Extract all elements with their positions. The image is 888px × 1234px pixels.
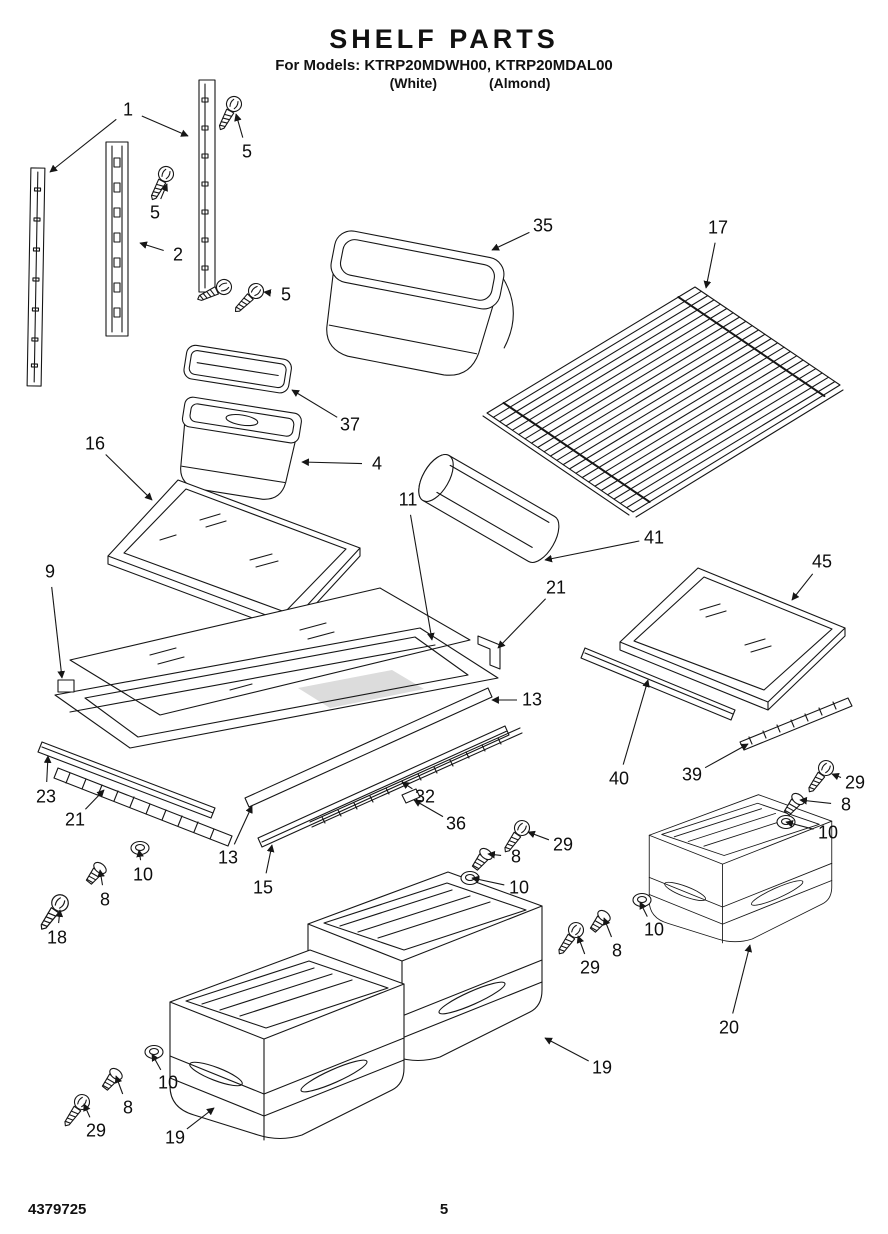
mount-rail-right [198, 79, 216, 293]
grommet-10-left [130, 840, 150, 856]
screw-29-bottom [552, 919, 587, 959]
bolt-8-left [82, 859, 109, 888]
finish-almond-label: (Almond) [489, 75, 551, 91]
shelf-rail-40 [580, 647, 736, 721]
snack-tray [183, 344, 292, 394]
door-bin-small [180, 396, 302, 500]
page-header: SHELF PARTS For Models: KTRP20MDWH00, KT… [0, 24, 888, 91]
shelf-frame [54, 627, 499, 749]
mount-rail-left [26, 167, 46, 387]
page-title: SHELF PARTS [329, 24, 559, 54]
mount-rail-center [105, 141, 129, 337]
glass-insert-panel [69, 587, 471, 716]
glass-shelf-right [619, 567, 846, 711]
roller-tube [418, 454, 560, 563]
wire-shelf [482, 286, 844, 518]
page-footer: 4379725 5 [0, 1194, 888, 1234]
clip-36 [401, 788, 421, 804]
screw-18 [34, 890, 73, 935]
crisper-pan-20 [648, 794, 833, 944]
door-bin-large [326, 230, 514, 376]
models-line: For Models: KTRP20MDWH00, KTRP20MDAL00 [275, 57, 613, 74]
screw-5-d [229, 279, 268, 318]
page-number: 5 [439, 1201, 449, 1218]
bolt-8-mid [468, 845, 495, 874]
crisper-pan-19-left [169, 949, 405, 1141]
finish-labels: (White) (Almond) [26, 75, 888, 91]
trim-end-cap [477, 635, 501, 670]
leader-lines [43, 113, 842, 1130]
grommet-10-bottom [632, 892, 652, 908]
finish-white-label: (White) [389, 75, 437, 91]
trim-rail-23 [37, 741, 216, 819]
screw-29-right [802, 757, 837, 797]
screw-29-mid [498, 817, 533, 857]
doc-number: 4379725 [28, 1201, 87, 1218]
grommet-10-mid [460, 870, 480, 886]
